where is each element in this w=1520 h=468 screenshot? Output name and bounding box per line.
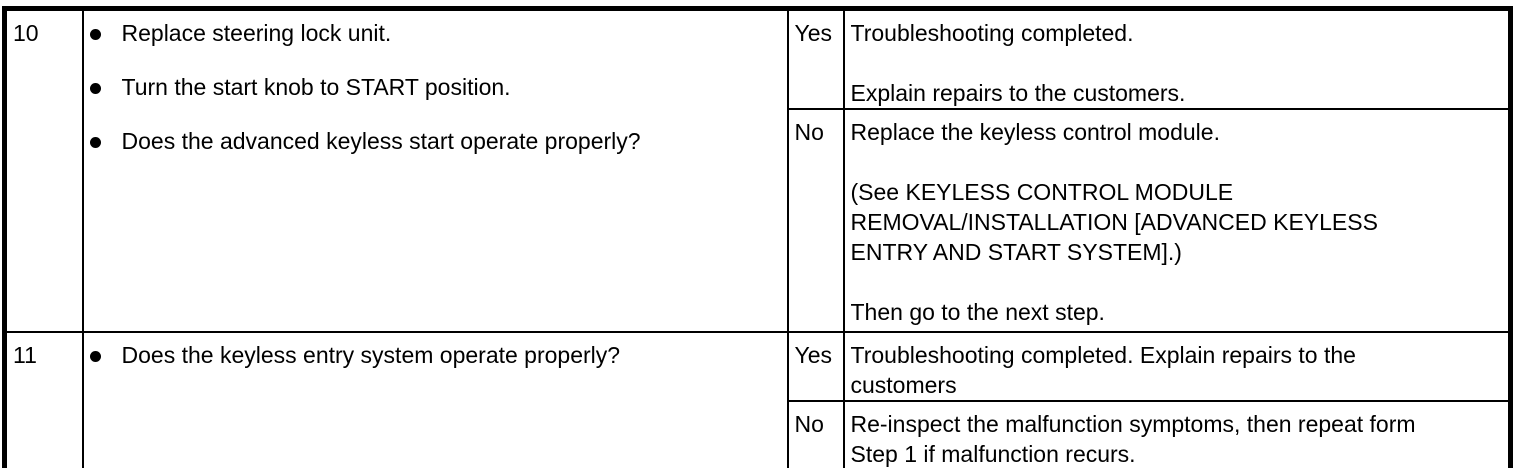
action-text: Turn the start knob to START position. [121, 74, 511, 100]
result-line: (See KEYLESS CONTROL MODULE [850, 179, 1234, 205]
result-line [851, 267, 1503, 297]
step-number: 10 [13, 20, 39, 46]
no-label: No [794, 119, 824, 145]
result-line: Then go to the next step. [850, 299, 1105, 325]
yes-cell: Yes [786, 331, 845, 402]
result-line: Troubleshooting completed. Explain repai… [850, 342, 1356, 368]
no-result-cell: Re-inspect the malfunction symptoms, the… [842, 400, 1512, 468]
bullet-icon [89, 29, 101, 40]
table-row: 10 Replace steering lock unit. Turn the … [3, 7, 1512, 333]
yes-label: Yes [794, 20, 833, 46]
bullet-icon [89, 137, 101, 148]
result-line: Re-inspect the malfunction symptoms, the… [850, 411, 1416, 437]
table-row: 11 Does the keyless entry system operate… [3, 331, 1512, 468]
action-cell: Does the keyless entry system operate pr… [81, 331, 789, 468]
no-cell: No [786, 108, 845, 333]
table-row: No Replace the keyless control module. (… [5, 108, 1512, 333]
action-item: Replace steering lock unit. [89, 18, 781, 48]
no-result-cell: Replace the keyless control module. (See… [842, 108, 1512, 333]
yes-label: Yes [794, 342, 833, 368]
result-line: customers [850, 372, 957, 398]
result-line: Troubleshooting completed. [850, 20, 1134, 46]
result-line: REMOVAL/INSTALLATION [ADVANCED KEYLESS [850, 209, 1378, 235]
result-line: Step 1 if malfunction recurs. [850, 441, 1136, 467]
bullet-icon [89, 83, 101, 94]
yes-cell: Yes [786, 7, 845, 110]
result-line: Replace the keyless control module. [850, 119, 1220, 145]
action-text: Replace steering lock unit. [121, 20, 392, 46]
action-item: Does the keyless entry system operate pr… [89, 340, 781, 370]
step-number-cell: 11 [3, 331, 84, 468]
step-number: 11 [13, 342, 37, 368]
result-line: Explain repairs to the customers. [850, 80, 1186, 106]
action-text: Does the keyless entry system operate pr… [121, 342, 621, 368]
yes-result-cell: Troubleshooting completed. Explain repai… [842, 7, 1512, 110]
table-row: No Re-inspect the malfunction symptoms, … [5, 400, 1512, 468]
result-line: ENTRY AND START SYSTEM].) [850, 239, 1182, 265]
yes-result-cell: Troubleshooting completed. Explain repai… [842, 331, 1512, 402]
action-item: Turn the start knob to START position. [89, 72, 781, 102]
step-number-cell: 10 [3, 7, 84, 333]
no-label: No [794, 411, 824, 437]
action-text: Does the advanced keyless start operate … [121, 128, 641, 154]
bullet-icon [89, 351, 101, 362]
result-line [851, 48, 1503, 78]
action-cell: Replace steering lock unit. Turn the sta… [81, 7, 789, 333]
action-item: Does the advanced keyless start operate … [89, 126, 781, 156]
no-cell: No [786, 400, 845, 468]
result-line [851, 147, 1503, 177]
troubleshooting-table: 10 Replace steering lock unit. Turn the … [2, 6, 1513, 468]
